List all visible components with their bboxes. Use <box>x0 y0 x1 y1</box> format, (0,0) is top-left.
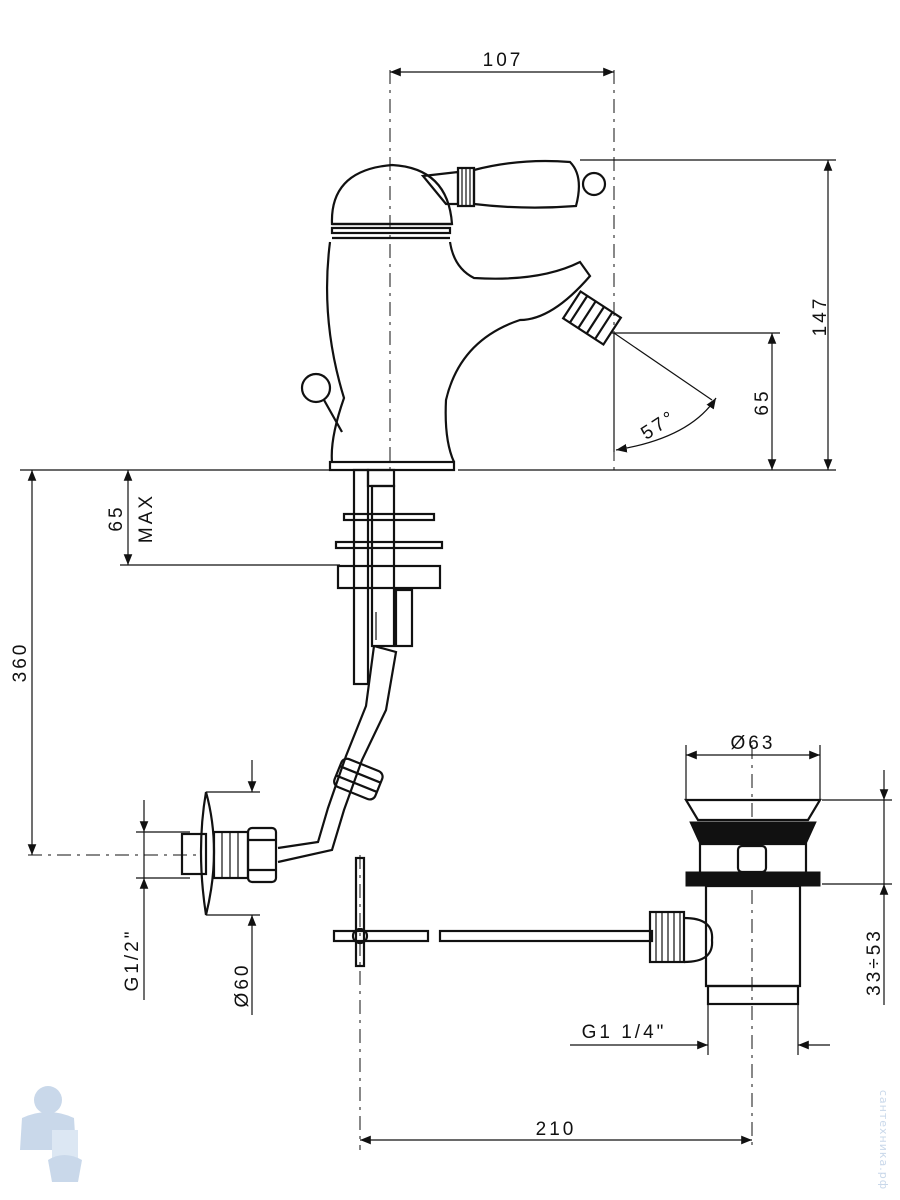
dim-label-107: 107 <box>483 50 524 71</box>
faucet-body <box>300 159 623 472</box>
dim-label-33-53: 33÷53 <box>864 928 885 996</box>
dim-label-360: 360 <box>10 642 31 683</box>
dim-label-g12: G1/2" <box>122 929 143 992</box>
dimension-rod-length: 210 <box>360 1119 752 1145</box>
waste-valve <box>648 798 822 1006</box>
dimension-waste-diameter: Ø63 <box>685 733 821 800</box>
dim-label-g114: G1 1/4" <box>582 1022 667 1043</box>
dimension-spout-height: 65 <box>612 332 780 470</box>
dim-label-147: 147 <box>810 296 831 337</box>
watermark-logo <box>20 1086 82 1182</box>
dim-label-max: MAX <box>136 493 157 543</box>
mounting-assembly <box>334 468 444 686</box>
inlet-connection <box>180 791 278 916</box>
flex-hose <box>277 644 398 864</box>
dim-label-210: 210 <box>536 1119 577 1140</box>
dim-label-d63: Ø63 <box>731 733 776 754</box>
dimension-height-total: 147 <box>458 159 836 471</box>
dimension-angle: 57° <box>613 332 717 453</box>
dimension-waste-adjust: 33÷53 <box>822 770 892 1005</box>
dimension-flange-diameter: Ø60 <box>206 760 260 1015</box>
dimension-max-thickness: 65 MAX <box>106 470 340 566</box>
dimension-width-top: 107 <box>390 50 614 77</box>
dim-label-65-spout: 65 <box>752 388 773 415</box>
dimension-waste-thread: G1 1/4" <box>570 1005 830 1055</box>
dimension-tail-length: 360 <box>10 469 330 855</box>
dimension-inlet-thread: G1/2" <box>122 800 190 1000</box>
popup-rod <box>332 856 654 968</box>
dim-label-d60: Ø60 <box>232 963 253 1008</box>
watermark-text: сантехника.рф <box>877 1090 890 1190</box>
center-lines <box>28 70 753 1150</box>
dim-label-65-max: 65 <box>106 504 127 531</box>
